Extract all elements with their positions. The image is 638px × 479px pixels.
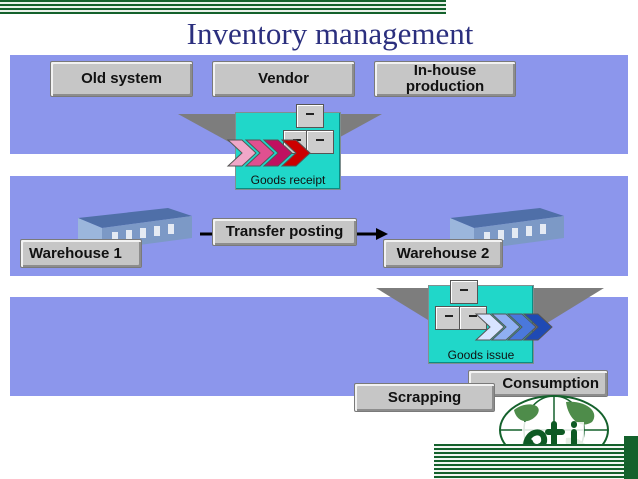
crate-icon [450, 280, 478, 304]
transfer-arrow [200, 228, 388, 240]
page-title: Inventory management [186, 16, 474, 51]
footer-stripe-decoration [434, 444, 638, 479]
scrapping-box: Scrapping [354, 383, 495, 412]
header-stripe-decoration [0, 0, 446, 14]
goods-issue-label: Goods issue [447, 348, 515, 362]
crate-icon [306, 130, 334, 154]
warehouse-1-box: Warehouse 1 [20, 239, 142, 268]
outbound-chevrons-icon [474, 313, 553, 341]
old-system-box: Old system [50, 61, 193, 97]
goods-receipt-label: Goods receipt [250, 173, 326, 187]
in-house-production-box: In-house production [374, 61, 516, 97]
vendor-box: Vendor [212, 61, 355, 97]
crate-icon [296, 104, 324, 128]
inbound-chevrons-icon [226, 139, 311, 167]
warehouse-2-box: Warehouse 2 [383, 239, 503, 268]
footer-corner-block [624, 436, 638, 479]
transfer-posting-box: Transfer posting [212, 218, 357, 246]
